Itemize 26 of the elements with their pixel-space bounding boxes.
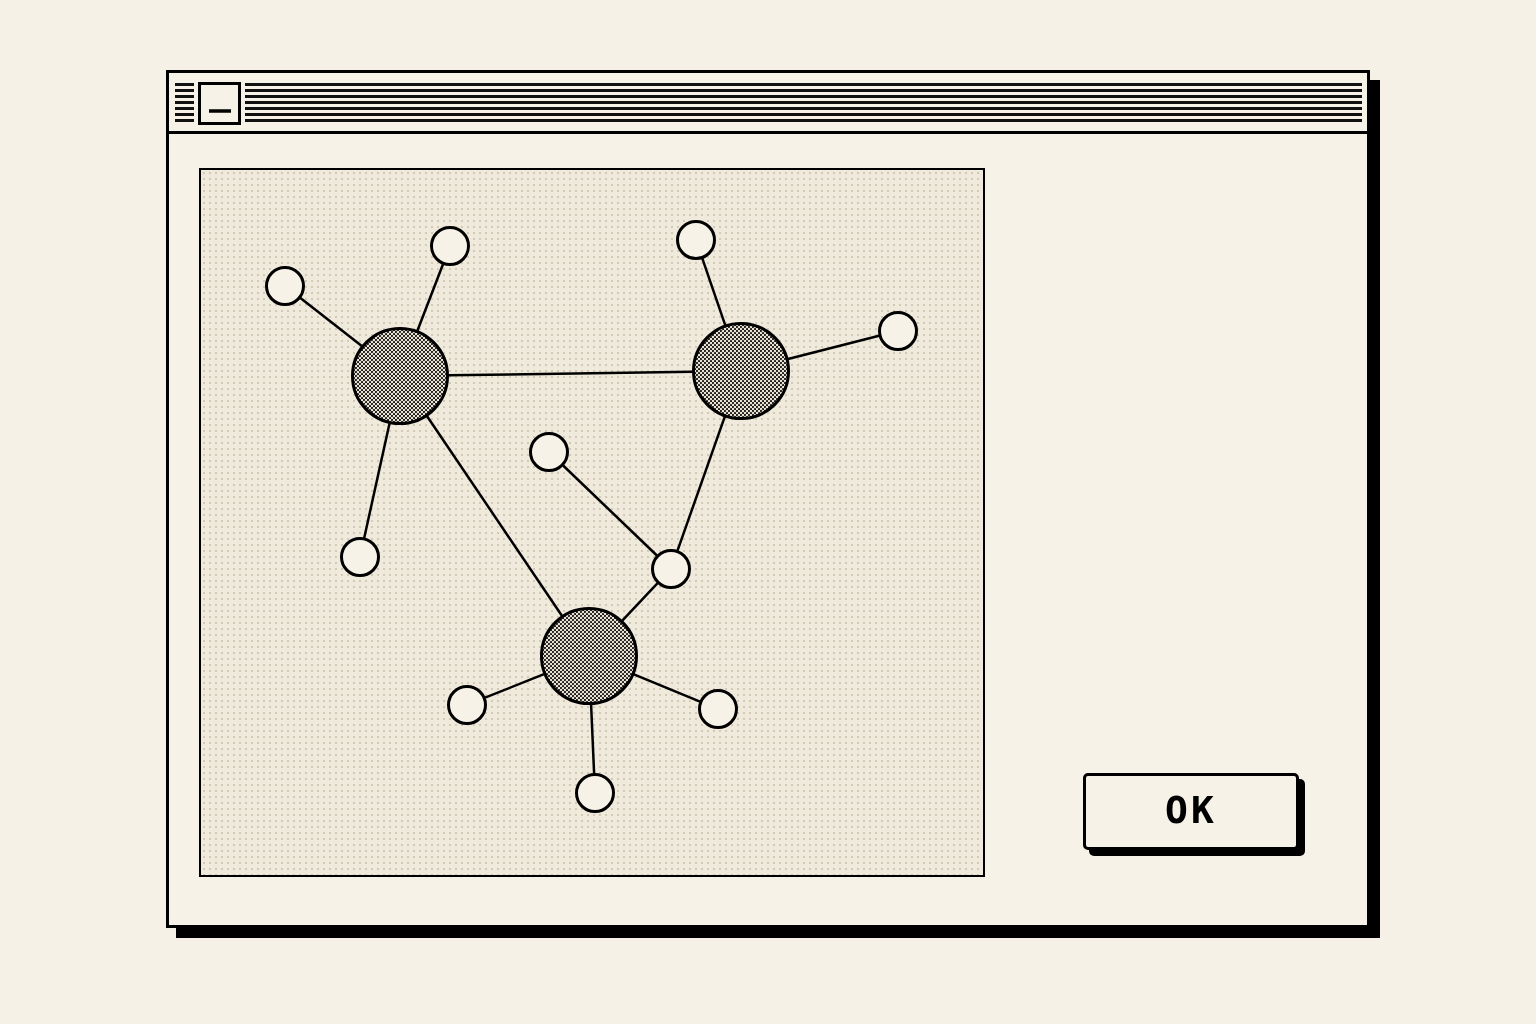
- hub-node: [351, 327, 449, 425]
- leaf-node: [430, 226, 470, 266]
- leaf-node: [340, 537, 380, 577]
- leaf-node: [575, 773, 615, 813]
- connector-line: [621, 582, 659, 622]
- connector-line: [426, 415, 563, 617]
- leaf-node: [878, 311, 918, 351]
- connector-line: [299, 297, 363, 348]
- leaf-node: [698, 689, 738, 729]
- connector-line: [787, 334, 880, 361]
- connector-line: [676, 416, 726, 551]
- connector-line: [589, 704, 596, 774]
- leaf-node: [447, 685, 487, 725]
- hub-node: [692, 322, 790, 420]
- connector-line: [562, 464, 658, 557]
- leaf-node: [676, 220, 716, 260]
- connector-line: [416, 263, 445, 332]
- leaf-node: [529, 432, 569, 472]
- connector-line: [484, 672, 545, 699]
- connector-line: [448, 370, 693, 377]
- connector-line: [362, 423, 391, 539]
- connector-line: [701, 258, 727, 326]
- leaf-node: [651, 549, 691, 589]
- hub-node: [540, 607, 638, 705]
- leaf-node: [265, 266, 305, 306]
- connector-line: [633, 673, 701, 703]
